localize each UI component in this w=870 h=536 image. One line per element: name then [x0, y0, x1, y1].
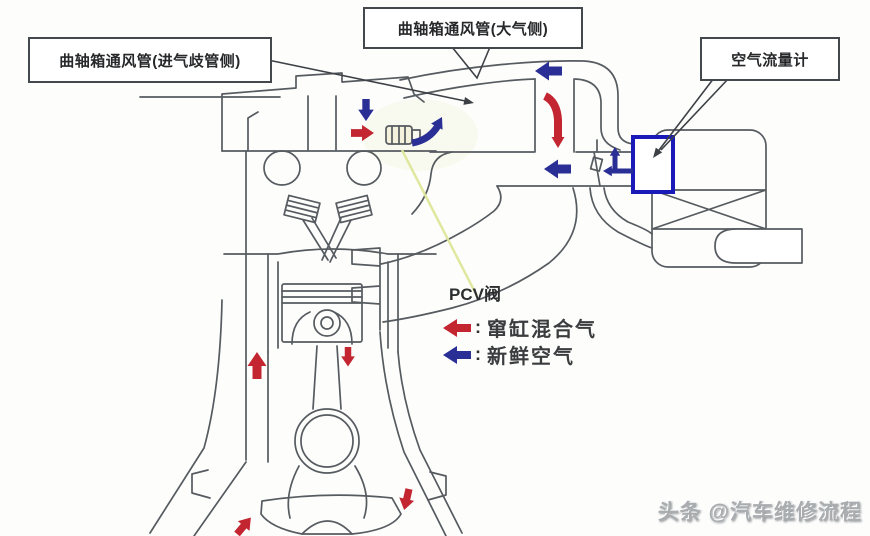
right-flange [427, 471, 447, 501]
label-air-flow-meter: 空气流量计 [700, 37, 840, 81]
legend-row-fresh-air: : 新鲜空气 [441, 340, 575, 369]
label-text: 曲轴箱通风管(进气歧管侧) [59, 52, 241, 70]
air-filter-box [651, 129, 803, 268]
crankcase-left-wall [149, 299, 223, 534]
blue-left-arrow-icon [443, 345, 471, 364]
left-vent-channel [245, 150, 269, 463]
leader-air-flow-meter [655, 77, 730, 155]
legend-label-blowby: 窜缸混合气 [487, 319, 597, 341]
callout-leaders [267, 46, 730, 161]
blowby-arrow-branch-curve [542, 92, 562, 140]
valve-spring-right [335, 194, 373, 224]
air-pipes [380, 60, 653, 323]
blowby-arrow-crankcase-right [396, 487, 417, 512]
air-flow-meter-box [631, 135, 675, 194]
label-text: 曲轴箱通风管(大气侧) [397, 20, 549, 38]
leader-intake-side [267, 59, 471, 103]
intake-manifold-runner [380, 151, 578, 323]
left-flange [191, 469, 211, 499]
leader-atmosphere-side [451, 46, 491, 80]
label-crankcase-vent-atmosphere-side: 曲轴箱通风管(大气侧) [363, 7, 583, 49]
cylinder-walls [267, 253, 399, 353]
legend-colon: : [475, 344, 481, 364]
duct-to-filter-connector [589, 187, 653, 249]
cam-follower-right [346, 150, 382, 186]
legend-row-blowby: : 窜缸混合气 [441, 313, 597, 342]
intake-port-flange [351, 247, 381, 331]
connecting-rod [294, 345, 360, 474]
intake-duct [429, 151, 634, 187]
valves [302, 217, 352, 263]
air-intake-snout [714, 228, 803, 264]
label-crankcase-vent-intake-side: 曲轴箱通风管(进气歧管侧) [28, 37, 272, 83]
engine-cross-section [139, 72, 463, 536]
oil-pan [260, 494, 402, 535]
fresh-air-arrow-top-pipe [535, 61, 562, 81]
red-left-arrow-icon [443, 318, 471, 337]
legend-label-fresh-air: 新鲜空气 [487, 346, 575, 368]
fresh-air-arrow-duct [544, 159, 571, 179]
cam-follower-left [263, 150, 301, 186]
throttle-sensor [589, 139, 604, 187]
crank-webs [287, 465, 368, 519]
vent-pipe-atmosphere-side [399, 60, 634, 153]
label-text: 空气流量计 [731, 51, 809, 69]
valve-cover [221, 72, 425, 152]
crankcase-right-wall [397, 351, 463, 534]
valve-spring-left [283, 194, 321, 224]
blowby-arrow-crankcase-left [231, 512, 257, 536]
legend-colon: : [475, 317, 481, 337]
piston [281, 283, 363, 345]
air-filter-element [651, 189, 767, 230]
blowby-arrow-left-channel-up [247, 352, 267, 379]
watermark: 头条 @汽车维修流程 [657, 501, 862, 524]
label-pcv-valve: PCV阀 [449, 285, 501, 304]
pcv-leader-line [400, 149, 479, 297]
blowby-arrow-cylinder-down [341, 347, 355, 367]
flow-arrows [231, 61, 633, 536]
